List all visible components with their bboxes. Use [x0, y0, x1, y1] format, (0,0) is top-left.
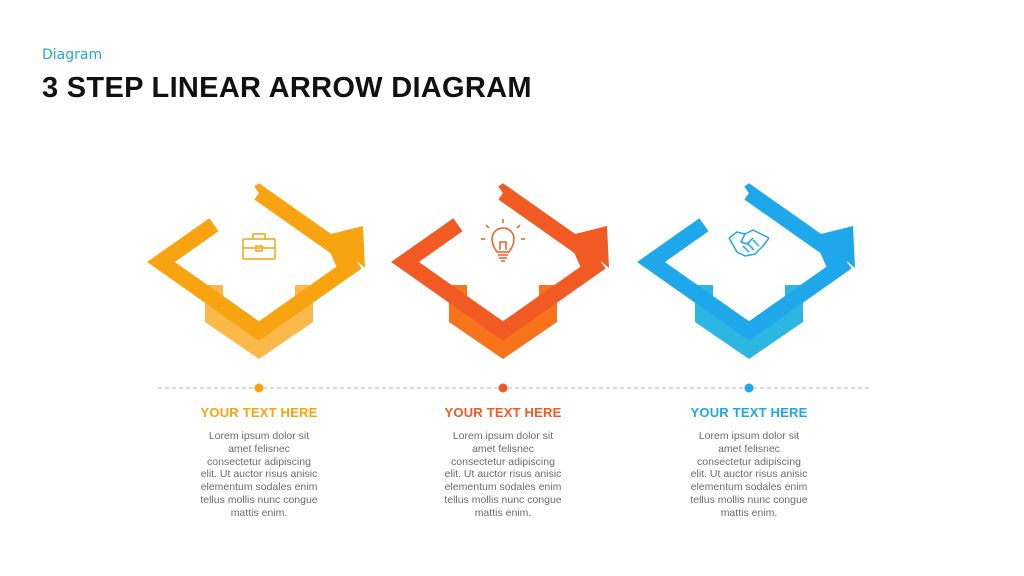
step-3-text: YOUR TEXT HERE Lorem ipsum dolor sit ame…: [669, 405, 829, 520]
step-1-ring: [161, 193, 365, 331]
step-1-body: Lorem ipsum dolor sit amet felisnec cons…: [200, 430, 318, 519]
step-3-dot: [744, 383, 754, 393]
step-2-shape: [405, 193, 609, 359]
step-2-heading: YOUR TEXT HERE: [444, 405, 562, 420]
step-2-body: Lorem ipsum dolor sit amet felisnec cons…: [444, 430, 562, 519]
step-3-heading: YOUR TEXT HERE: [690, 405, 808, 420]
page-title: 3 STEP LINEAR ARROW DIAGRAM: [42, 72, 532, 104]
step-1-heading: YOUR TEXT HERE: [200, 405, 318, 420]
step-1-shape: [161, 193, 365, 359]
diagram-subtitle: Diagram: [42, 47, 103, 63]
lightbulb-icon: [481, 219, 525, 262]
step-3-shape: [651, 193, 855, 359]
step-2-dot: [498, 383, 508, 393]
step-2-ring: [405, 193, 609, 331]
step-3-body: Lorem ipsum dolor sit amet felisnec cons…: [690, 430, 808, 519]
briefcase-icon: [242, 233, 276, 260]
step-3-ring: [651, 193, 855, 331]
handshake-icon: [728, 229, 770, 257]
step-1-dot: [254, 383, 264, 393]
step-1-text: YOUR TEXT HERE Lorem ipsum dolor sit ame…: [179, 405, 339, 520]
step-2-text: YOUR TEXT HERE Lorem ipsum dolor sit ame…: [423, 405, 583, 520]
